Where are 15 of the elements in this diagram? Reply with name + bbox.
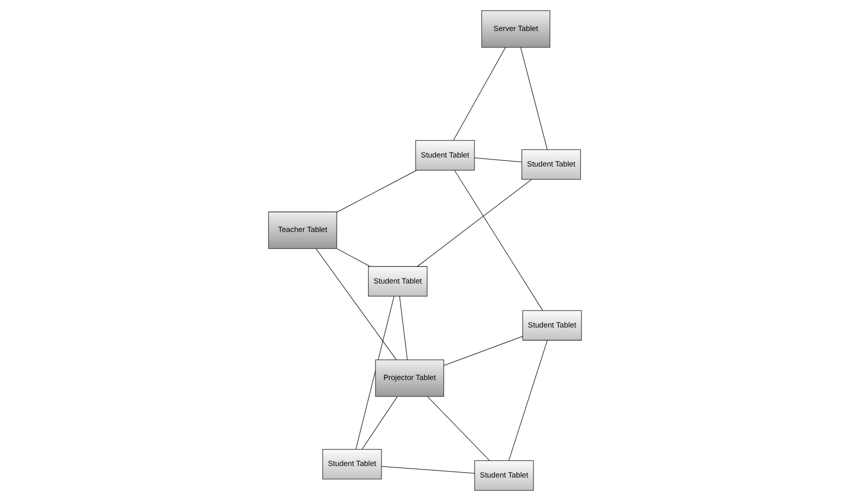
connector	[315, 248, 396, 360]
connector	[508, 340, 548, 461]
connector	[416, 179, 532, 267]
connector	[355, 296, 394, 450]
connector	[520, 46, 548, 150]
connector	[452, 47, 506, 141]
connector	[426, 396, 490, 461]
connector	[336, 248, 370, 267]
connector	[454, 170, 542, 311]
connector	[442, 336, 522, 366]
connector	[361, 396, 398, 450]
connector	[380, 466, 474, 474]
connector	[336, 170, 417, 212]
connector	[398, 296, 408, 360]
connector	[474, 158, 522, 162]
